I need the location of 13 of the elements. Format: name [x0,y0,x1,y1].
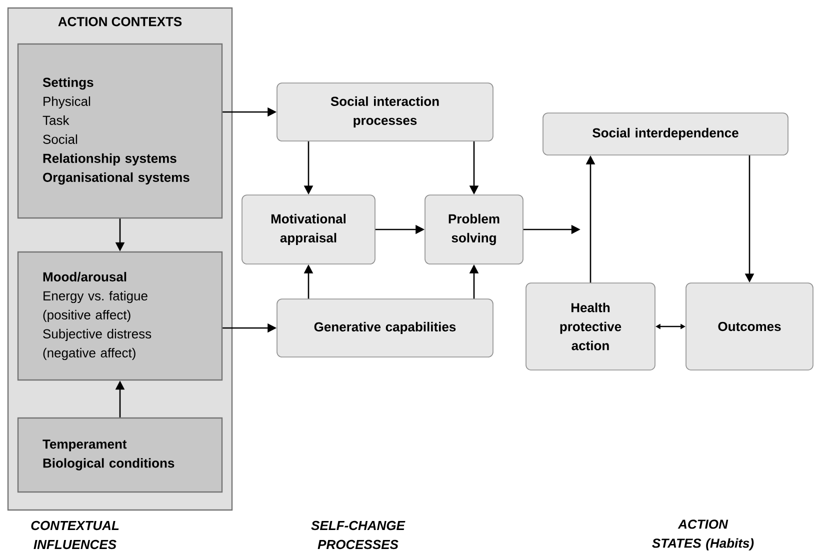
category-box: Mood/arousal Energy vs. fatigue (positive affect) Subjective distress (negative affect) [17,251,223,381]
category-box: Settings Physical Task Social Relationship systems Organisational systems [17,43,223,219]
process-box: Problem solving [424,194,524,264]
process-box: Social interdependence [542,112,788,156]
process-box: Social interaction processes [276,82,494,142]
column-label: ACTION STATES (Habits) [652,520,754,550]
process-box: Generative capabilities [276,298,494,358]
column-label: CONTEXTUAL INFLUENCES [31,520,119,550]
process-box: Motivational appraisal [242,194,376,264]
process-box: Outcomes [686,282,814,370]
column-label: SELF-CHANGE PROCESSES [311,520,406,550]
category-box: Temperament Biological conditions [17,417,223,493]
process-box: Health protective action [526,282,656,370]
